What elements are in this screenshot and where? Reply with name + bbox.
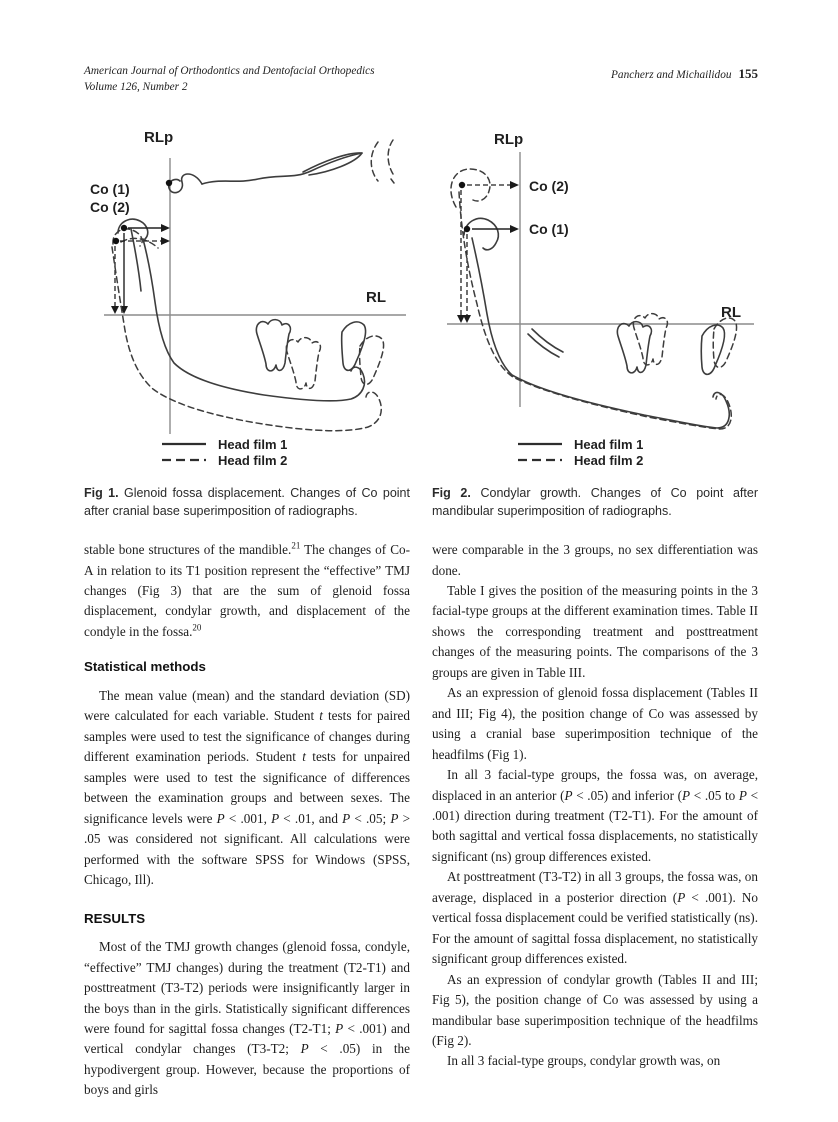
- text-run: tests for unpaired samples were used to …: [84, 749, 410, 826]
- fig2-caption-text: Condylar growth. Changes of Co point aft…: [432, 485, 758, 519]
- fig2-condyle-outlines: [450, 167, 500, 251]
- italic-p: P: [271, 810, 280, 826]
- text-run: < .05 to: [690, 787, 739, 803]
- italic-p: P: [300, 1041, 309, 1057]
- text-run: The mean value (mean) and the standard d…: [84, 688, 410, 724]
- fig2-rl-label: RL: [721, 304, 741, 321]
- running-header: American Journal of Orthodontics and Den…: [84, 64, 758, 96]
- italic-p: P: [335, 1020, 344, 1036]
- text-run: tests for paired samples were used to te…: [84, 708, 410, 765]
- fig1-legend-film2-label: Head film 2: [218, 453, 287, 468]
- fig1-mandible-film2-outline: [111, 245, 385, 432]
- left-column: stable bone structures of the mandible.2…: [84, 540, 410, 1101]
- fig1-caption-label: Fig 1.: [84, 485, 119, 500]
- fig1-axis-labels: RLp RL Co (1) Co (2): [90, 129, 386, 306]
- fig2-mandible-film2-outline: [458, 190, 738, 430]
- italic-p: P: [682, 787, 691, 803]
- figures-row: RLp RL Co (1) Co (2) Head film 1 Head fi…: [84, 122, 758, 522]
- fig1-axes: [104, 157, 406, 434]
- paragraph: were comparable in the 3 groups, no sex …: [432, 542, 758, 578]
- reference-superscript: 21: [291, 540, 301, 551]
- italic-p: P: [390, 810, 399, 826]
- reference-superscript: 20: [192, 622, 202, 633]
- fig1-co2-label: Co (2): [90, 199, 130, 215]
- fig2-mandible-film1-outline: [471, 236, 731, 429]
- fig2-axis-labels: RLp RL Co (2) Co (1): [494, 131, 741, 321]
- italic-p: P: [677, 889, 686, 905]
- paragraph: As an expression of glenoid fossa displa…: [432, 685, 758, 762]
- fig1-condyle-outlines: [112, 218, 159, 249]
- fig1-caption-text: Glenoid fossa displacement. Changes of C…: [84, 485, 410, 519]
- page-number: 155: [738, 66, 759, 81]
- running-authors: Pancherz and Michailidou: [611, 69, 732, 81]
- fig1-cranial-base-outline: [165, 138, 395, 194]
- fig2-caption-label: Fig 2.: [432, 485, 471, 500]
- text-run: < .001,: [224, 810, 272, 826]
- text-run: stable bone structures of the mandible.: [84, 542, 292, 558]
- fig2-legend-film1-label: Head film 1: [574, 437, 643, 452]
- paragraph: The mean value (mean) and the standard d…: [84, 686, 410, 891]
- text-run: In all 3 facial-type groups, the fossa w…: [432, 767, 758, 803]
- paragraph: At posttreatment (T3-T2) in all 3 groups…: [432, 867, 758, 969]
- paragraph: In all 3 facial-type groups, condylar gr…: [447, 1053, 721, 1069]
- fig1-rl-label: RL: [366, 289, 386, 306]
- text-run: < .05) and inferior (: [572, 787, 683, 803]
- fig1-caption: Fig 1. Glenoid fossa displacement. Chang…: [84, 484, 410, 522]
- fig2-drawing: RLp RL Co (2) Co (1) Head film 1 Head fi…: [447, 131, 754, 468]
- fig1-co1-label: Co (1): [90, 181, 130, 197]
- text-run: < .001) direction during treatment (T2-T…: [432, 787, 759, 864]
- journal-title-block: American Journal of Orthodontics and Den…: [84, 64, 375, 96]
- text-run: < .05;: [350, 810, 391, 826]
- fig1-legend-film1-label: Head film 1: [218, 437, 287, 452]
- fig1-drawing: RLp RL Co (1) Co (2) Head film 1 Head fi…: [90, 129, 406, 468]
- paragraph: stable bone structures of the mandible.2…: [84, 540, 410, 642]
- fig2-caption: Fig 2. Condylar growth. Changes of Co po…: [432, 484, 758, 522]
- figure-2: RLp RL Co (2) Co (1) Head film 1 Head fi…: [432, 122, 758, 522]
- italic-p: P: [216, 810, 225, 826]
- running-authors-block: Pancherz and Michailidou 155: [611, 64, 758, 84]
- text-run: < .05) in the hypodivergent group. Howev…: [84, 1041, 410, 1098]
- fig1-legend: Head film 1 Head film 2: [162, 437, 287, 468]
- right-column: were comparable in the 3 groups, no sex …: [432, 540, 758, 1101]
- paragraph: Most of the TMJ growth changes (glenoid …: [84, 937, 410, 1101]
- fig2-measurement-arrows: [457, 180, 519, 323]
- text-run: Most of the TMJ growth changes (glenoid …: [84, 939, 410, 1036]
- text-run: > .05 was considered not significant. Al…: [84, 810, 411, 888]
- fig2-legend-film2-label: Head film 2: [574, 453, 643, 468]
- text-run: The changes of Co-A in relation to its T…: [84, 542, 410, 639]
- fig1-rlp-label: RLp: [144, 129, 173, 146]
- italic-t: t: [302, 749, 306, 765]
- fig2-rlp-label: RLp: [494, 131, 523, 148]
- journal-volume: Volume 126, Number 2: [84, 80, 188, 93]
- paragraph: As an expression of condylar growth (Tab…: [432, 971, 758, 1048]
- body-text-columns: stable bone structures of the mandible.2…: [84, 540, 758, 1101]
- text-run: < .01, and: [279, 810, 343, 826]
- text-run: At posttreatment (T3-T2) in all 3 groups…: [432, 869, 758, 905]
- results-heading: RESULTS: [84, 910, 146, 926]
- italic-t: t: [319, 708, 323, 724]
- italic-p: P: [342, 810, 351, 826]
- figure-1: RLp RL Co (1) Co (2) Head film 1 Head fi…: [84, 122, 410, 522]
- fig2-co1-label: Co (1): [529, 221, 569, 237]
- italic-p: P: [738, 787, 747, 803]
- fig2-co2-label: Co (2): [529, 178, 569, 194]
- text-run: < .001) and vertical condylar changes (T…: [84, 1020, 410, 1057]
- text-run: < .001). No vertical fossa displacement …: [432, 889, 758, 967]
- fig1-measurement-arrows: [111, 223, 170, 314]
- statistical-methods-heading: Statistical methods: [84, 659, 206, 675]
- journal-title: American Journal of Orthodontics and Den…: [84, 65, 375, 77]
- paragraph: Table I gives the position of the measur…: [432, 583, 758, 680]
- fig2-axes: [447, 151, 754, 407]
- paragraph: In all 3 facial-type groups, the fossa w…: [432, 765, 758, 867]
- italic-p: P: [564, 787, 573, 803]
- fig2-legend: Head film 1 Head film 2: [518, 437, 643, 468]
